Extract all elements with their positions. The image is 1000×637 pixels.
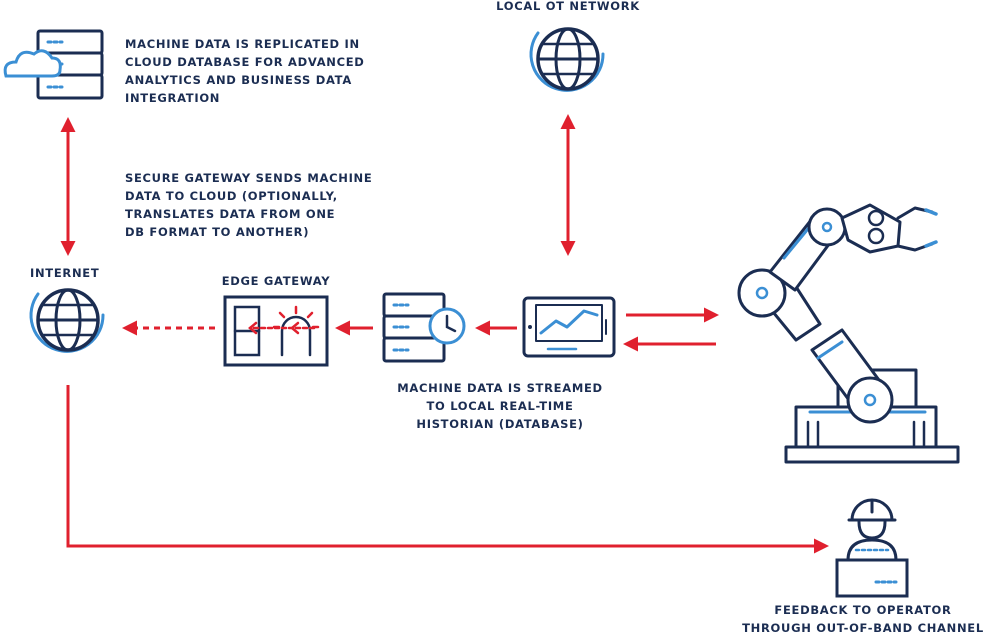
ot-network-globe-icon [529,27,605,92]
operator-description: FEEDBACK TO OPERATOR THROUGH OUT-OF-BAND… [742,603,984,635]
local-ot-network-label: LOCAL OT NETWORK [496,0,640,13]
internet-label: INTERNET [30,266,100,280]
tablet-chart-icon [522,296,616,358]
operator-icon [835,498,909,598]
edge-gateway-icon [223,295,329,367]
gateway-description: SECURE GATEWAY SENDS MACHINE DATA TO CLO… [125,171,373,239]
historian-description: MACHINE DATA IS STREAMED TO LOCAL REAL-T… [397,381,603,431]
robot-arm-icon [737,203,960,464]
cloud-description: MACHINE DATA IS REPLICATED IN CLOUD DATA… [125,37,365,105]
cloud-server-icon [3,29,104,100]
internet-globe-icon [29,288,105,353]
historian-server-icon [382,292,466,363]
internet-operator-arrow [66,385,829,554]
edge-gateway-label: EDGE GATEWAY [221,274,331,288]
connectors [60,114,829,554]
